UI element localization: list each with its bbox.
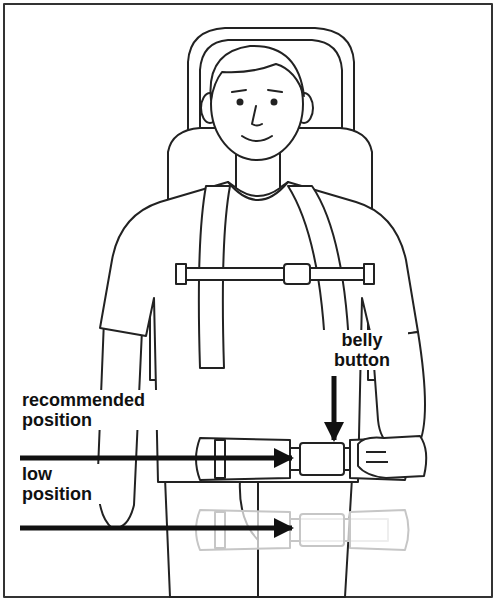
strap-slider [176, 264, 186, 284]
eye [238, 100, 243, 105]
sternum-buckle [284, 264, 310, 284]
leader-arrows [20, 376, 334, 528]
recommended-arrow [20, 456, 292, 461]
mouth [242, 136, 272, 141]
callout-label: low position [20, 464, 120, 504]
strap-slider [364, 264, 374, 284]
nose [252, 106, 262, 126]
callout-label: belly button [316, 330, 408, 370]
eyebrows [232, 90, 282, 92]
callout-label: recommended position [20, 390, 180, 430]
frame [4, 4, 492, 597]
belly-arrow [332, 376, 337, 440]
eye [272, 100, 277, 105]
pants [165, 478, 352, 597]
low-arrow [20, 526, 292, 531]
sternum-strap [182, 268, 368, 280]
hair [210, 46, 304, 100]
